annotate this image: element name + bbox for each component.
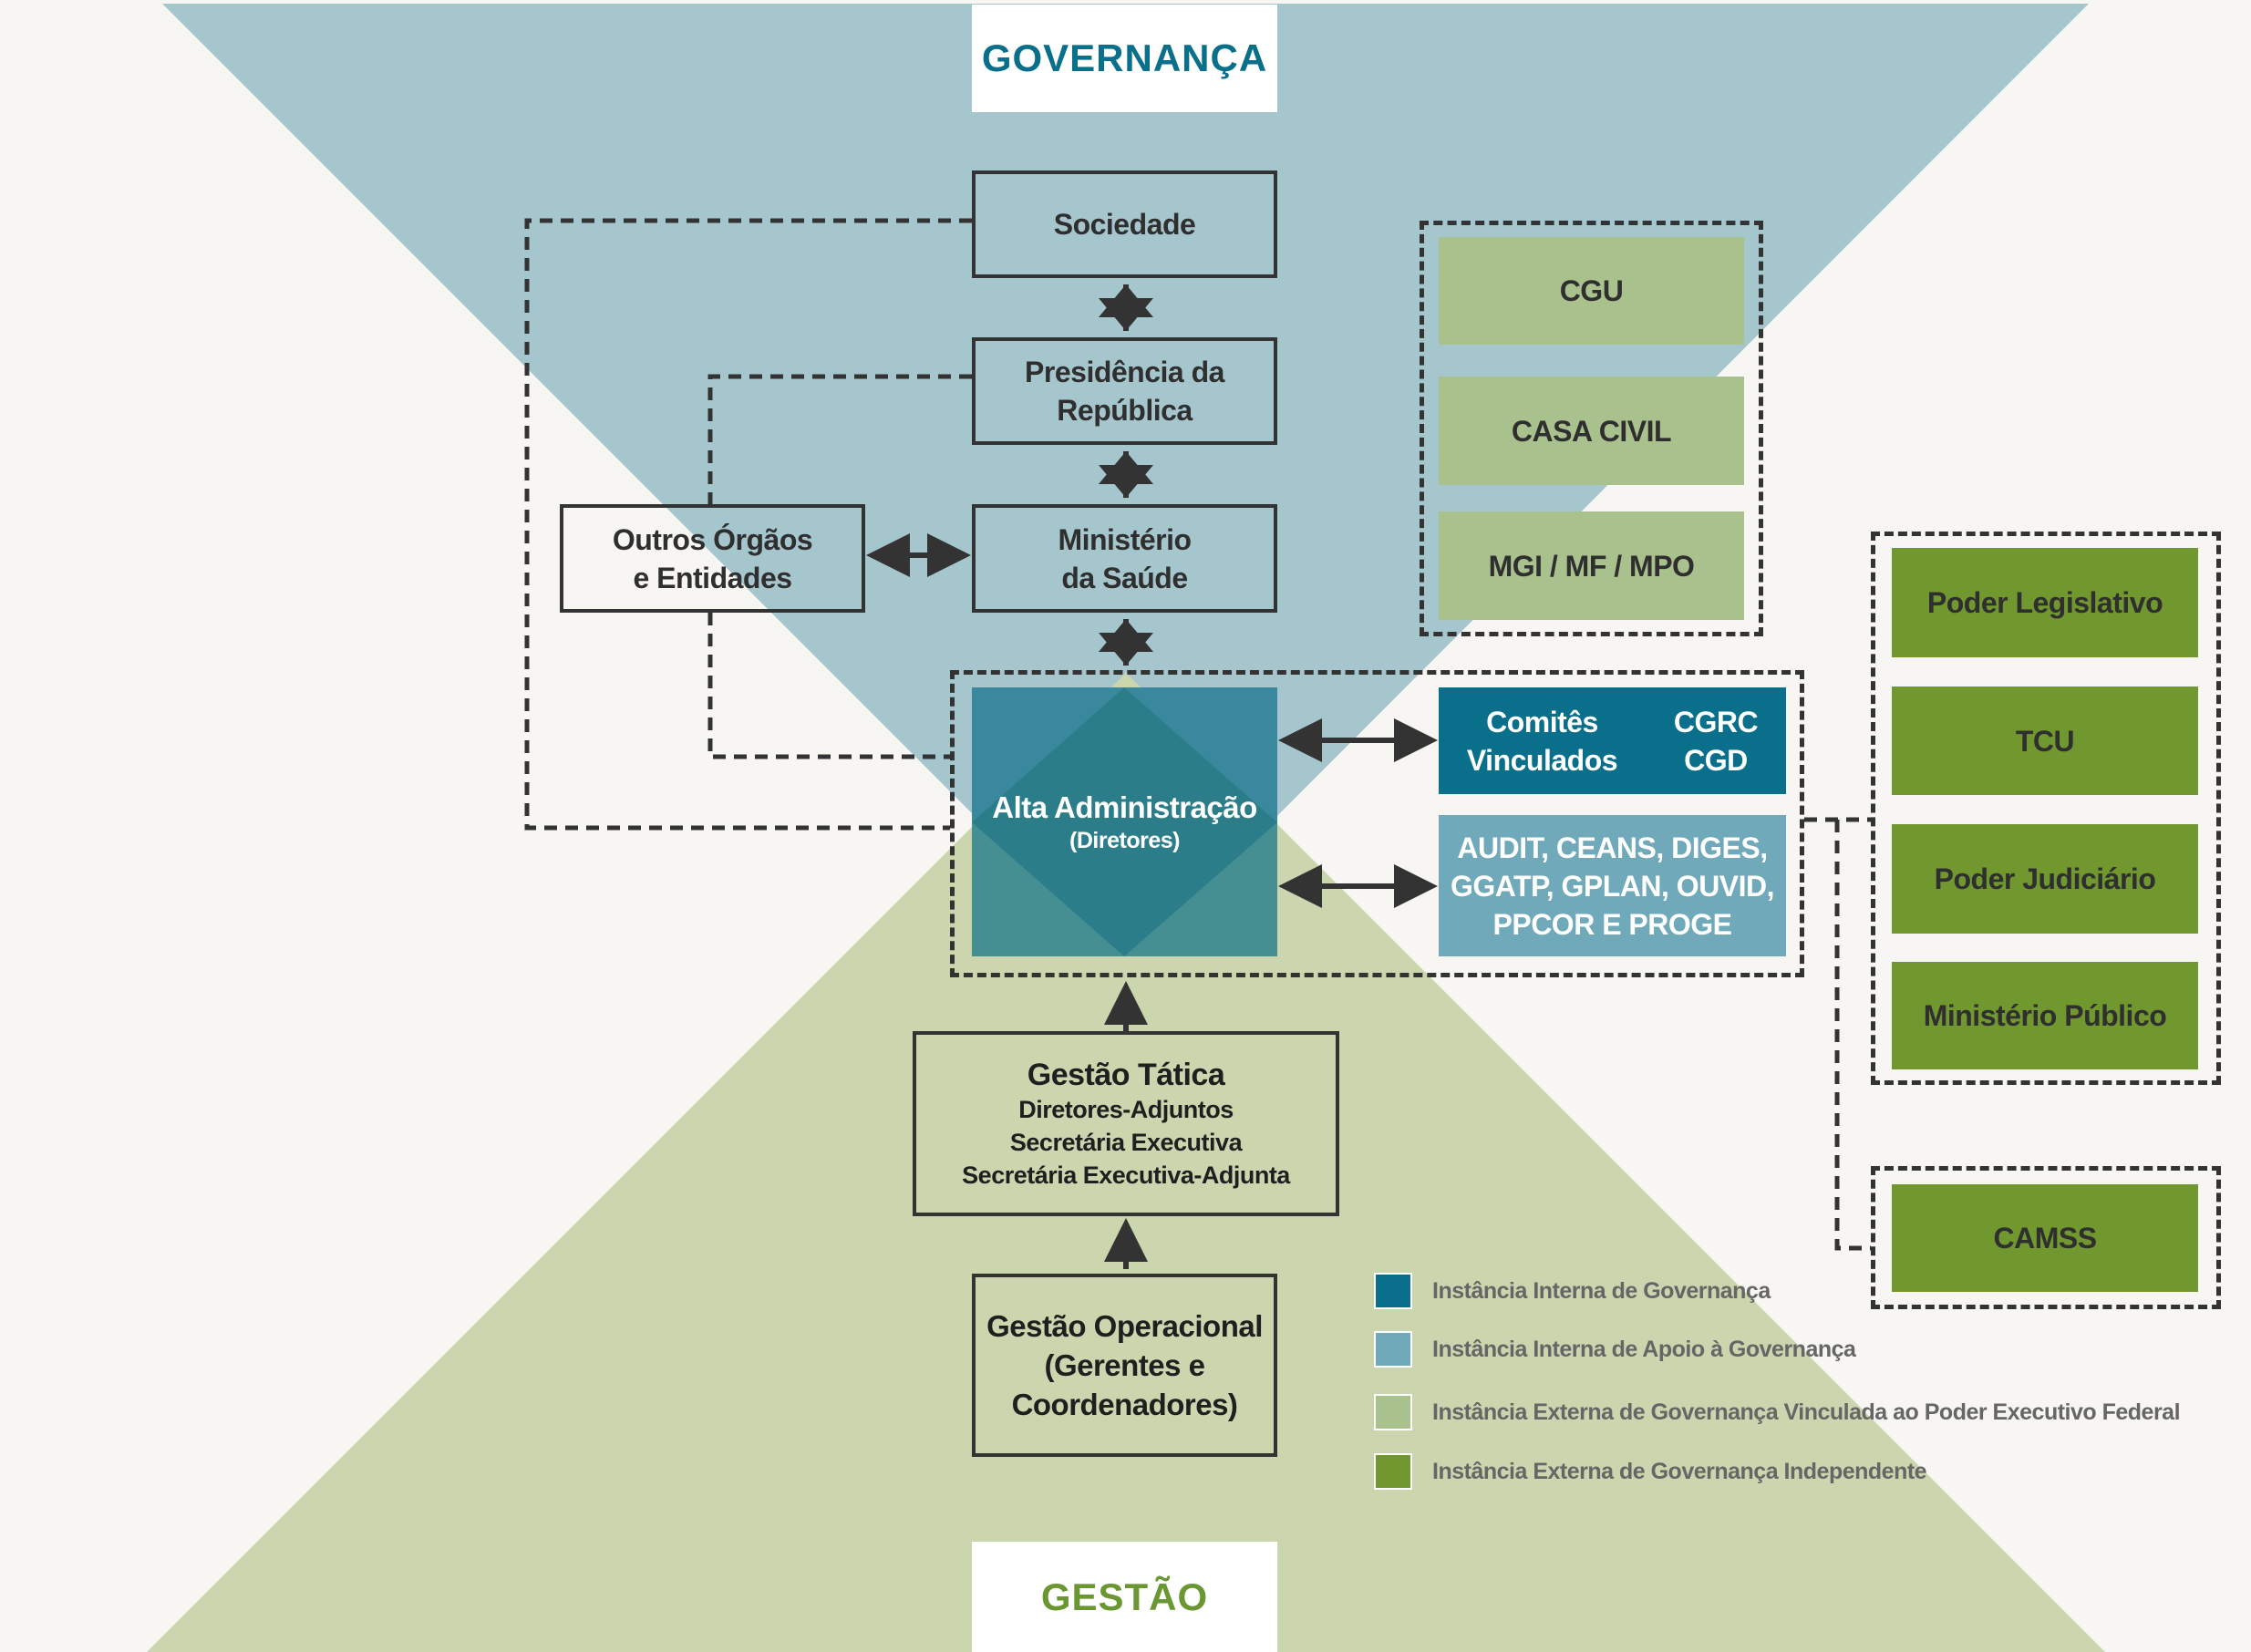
comites-left: Comitês Vinculados: [1466, 703, 1618, 780]
diamond-shape: [972, 687, 1277, 956]
node-poder-judiciario[interactable]: Poder Judiciário: [1892, 824, 2198, 934]
alta-admin-subtitle: (Diretores): [1069, 827, 1180, 853]
node-camss-label: CAMSS: [1993, 1222, 2097, 1254]
legend-item-internal-governance: Instância Interna de Governança: [1374, 1273, 1771, 1309]
node-casa-civil-label: CASA CIVIL: [1511, 414, 1672, 448]
node-gestao-tatica[interactable]: Gestão Tática Diretores-Adjuntos Secretá…: [913, 1031, 1339, 1216]
node-camss[interactable]: CAMSS: [1892, 1184, 2198, 1292]
apoio-line2: GGATP, GPLAN, OUVID,: [1450, 869, 1775, 903]
comites-line2: Vinculados: [1466, 743, 1618, 777]
legend-swatch: [1374, 1331, 1412, 1368]
alta-admin-title: Alta Administração: [992, 790, 1257, 824]
node-cgu[interactable]: CGU: [1439, 237, 1744, 345]
legend-swatch: [1374, 1394, 1412, 1430]
gestao-tatica-line2: Secretária Executiva: [1009, 1128, 1243, 1156]
legend-item-internal-support: Instância Interna de Apoio à Governança: [1374, 1331, 1856, 1368]
node-legislativo-label: Poder Legislativo: [1926, 586, 2163, 619]
legend-item-external-independent: Instância Externa de Governança Independ…: [1374, 1453, 1927, 1490]
comites-cgrc: CGRC: [1673, 705, 1759, 738]
legend-label: Instância Externa de Governança Vinculad…: [1432, 1399, 2181, 1425]
gestao-tatica-line3: Secretária Executiva-Adjunta: [962, 1161, 1290, 1189]
internal-governance-group: [950, 670, 1804, 977]
node-tcu-label: TCU: [2015, 724, 2075, 758]
management-title: GESTÃO: [972, 1542, 1277, 1652]
connector-presidencia-outros: [707, 374, 972, 504]
legend-swatch: [1374, 1453, 1412, 1490]
legend-item-external-executive: Instância Externa de Governança Vinculad…: [1374, 1394, 2181, 1430]
node-sociedade[interactable]: Sociedade: [972, 170, 1277, 278]
node-outros-line2: e Entidades: [633, 561, 792, 594]
management-title-text: GESTÃO: [1040, 1575, 1209, 1618]
legend-label: Instância Interna de Apoio à Governança: [1432, 1336, 1856, 1362]
gestao-operacional-line1: Gestão Operacional: [986, 1309, 1263, 1343]
node-outros-line1: Outros Órgãos: [612, 522, 813, 556]
node-ministerio-publico-label: Ministério Público: [1923, 999, 2167, 1032]
legend-label: Instância Externa de Governança Independ…: [1432, 1458, 1927, 1484]
node-judiciario-label: Poder Judiciário: [1934, 862, 2156, 895]
governance-title-text: GOVERNANÇA: [981, 36, 1268, 79]
governance-title: GOVERNANÇA: [972, 5, 1277, 112]
connector-outros-alta: [707, 613, 950, 759]
gestao-tatica-title: Gestão Tática: [1027, 1057, 1225, 1092]
connector-sociedade-alta: [524, 218, 972, 831]
node-alta-administracao[interactable]: Alta Administração (Diretores): [972, 687, 1277, 956]
node-poder-legislativo[interactable]: Poder Legislativo: [1892, 548, 2198, 657]
node-tcu[interactable]: TCU: [1892, 687, 2198, 795]
management-triangle: [147, 673, 2105, 1652]
arrows: [866, 284, 1438, 1269]
gestao-operacional-line3: Coordenadores): [1011, 1388, 1238, 1421]
node-sociedade-label: Sociedade: [1053, 208, 1196, 241]
apoio-line1: AUDIT, CEANS, DIGES,: [1457, 831, 1768, 864]
external-independent-group: [1871, 532, 2221, 1085]
legend-swatch: [1374, 1273, 1412, 1309]
node-ministerio-publico[interactable]: Ministério Público: [1892, 962, 2198, 1069]
node-presidencia[interactable]: Presidência da República: [972, 337, 1277, 445]
comites-line1: Comitês: [1486, 705, 1598, 738]
node-ministerio-line1: Ministério: [1058, 522, 1192, 556]
gestao-tatica-line1: Diretores-Adjuntos: [1018, 1095, 1234, 1123]
connector-container-camss: [1834, 820, 1871, 1251]
external-executive-group: [1420, 221, 1763, 636]
node-ministerio-line2: da Saúde: [1061, 561, 1188, 594]
gestao-operacional-line2: (Gerentes e: [1044, 1348, 1205, 1382]
comites-right: CGRC CGD: [1673, 703, 1759, 780]
node-ministerio[interactable]: Ministério da Saúde: [972, 504, 1277, 613]
node-casa-civil[interactable]: CASA CIVIL: [1439, 377, 1744, 485]
node-comites[interactable]: Comitês Vinculados CGRC CGD: [1439, 687, 1786, 794]
apoio-line3: PPCOR E PROGE: [1492, 907, 1733, 941]
node-outros-orgaos[interactable]: Outros Órgãos e Entidades: [560, 504, 865, 613]
node-mgi-label: MGI / MF / MPO: [1488, 549, 1695, 583]
node-cgu-label: CGU: [1559, 274, 1624, 307]
camss-group: [1871, 1166, 2221, 1309]
node-presidencia-line2: República: [1057, 394, 1193, 427]
node-apoio[interactable]: AUDIT, CEANS, DIGES, GGATP, GPLAN, OUVID…: [1439, 815, 1786, 956]
legend-label: Instância Interna de Governança: [1432, 1277, 1771, 1304]
node-presidencia-line1: Presidência da: [1025, 356, 1224, 388]
dotted-connectors: [524, 218, 1871, 1251]
node-gestao-operacional[interactable]: Gestão Operacional (Gerentes e Coordenad…: [972, 1274, 1277, 1457]
node-mgi-mf-mpo[interactable]: MGI / MF / MPO: [1439, 511, 1744, 620]
comites-cgd: CGD: [1684, 743, 1748, 777]
